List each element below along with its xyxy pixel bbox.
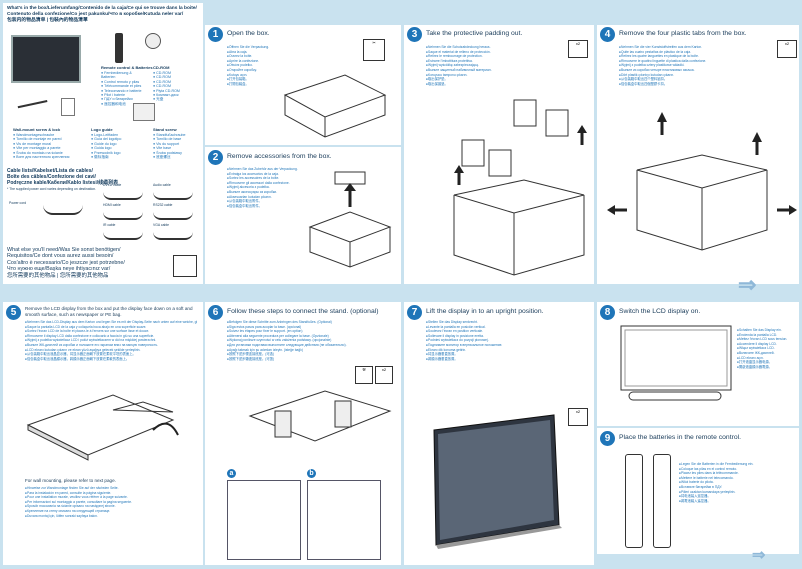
- step-2-panel: 2 Remove accessories from the box. Nehme…: [205, 147, 401, 284]
- screwdriver-icon: ⚒: [355, 366, 373, 384]
- box-contents-panel: What's in the box/Lieferumfang/Contenido…: [3, 3, 203, 284]
- step-4-panel: 4 Remove the four plastic tabs from the …: [597, 25, 799, 284]
- cable-image-1: [43, 203, 83, 215]
- power-cord-image: [17, 100, 51, 122]
- step-4-tabs-drawing: [607, 112, 797, 251]
- need-title: What else you'll need/Was Sie sonst benö…: [7, 247, 125, 279]
- person-icon: x2: [375, 366, 393, 384]
- cable-image-6: [103, 230, 143, 240]
- person-icon: x2: [777, 40, 797, 58]
- box-contents-text-e: ● Standfußschraube● Tornillo de base● Vi…: [153, 133, 186, 160]
- step-1-box-drawing: [283, 74, 387, 138]
- step-8-number: 8: [600, 305, 615, 320]
- step-2-title: Remove accessories from the box.: [227, 153, 332, 160]
- scissors-icon: ✂: [363, 39, 385, 61]
- step-1-text: Öffnen Sie die Verpackung.Abra la caja.O…: [227, 45, 287, 86]
- step-5-text: Nehmen Sie das LCD-Display aus dem Karto…: [25, 320, 197, 361]
- cable-label-audio: Audio cable: [153, 183, 171, 187]
- remote-back-image: [653, 454, 671, 548]
- step-6-stand-drawing: [248, 390, 392, 442]
- step-4-title: Remove the four plastic tabs from the bo…: [619, 30, 747, 37]
- logo-guide-image: [133, 103, 155, 121]
- cable-label-ir: IR cable: [103, 223, 116, 227]
- sub-step-a: a: [227, 469, 236, 478]
- step-6-text: Befolgen Sie diese Schritte zum Anbringe…: [227, 320, 357, 361]
- box-contents-text-d: ● Logo-Leitfaden● Guía del logotipo● Gui…: [91, 133, 122, 160]
- person-icon: x2: [568, 408, 588, 426]
- step-8-panel: 8 Switch the LCD display on. Schalten Si…: [597, 302, 799, 426]
- cable-image-7: [153, 230, 193, 240]
- header-title: What's in the box/Lieferumfang/Contenido…: [7, 6, 197, 23]
- sub-step-b-drawing: [307, 480, 381, 560]
- step-3-panel: 3 Take the protective padding out. x2 Ne…: [404, 25, 594, 284]
- step-9-number: 9: [600, 431, 615, 446]
- step-3-padding-drawing: [453, 99, 587, 276]
- wall-mount-title: For wall mounting, please refer to next …: [25, 478, 116, 483]
- step-2-box-drawing: [308, 171, 392, 268]
- step-5-display-drawing: [26, 394, 179, 461]
- cable-label-rs232: RS232 cable: [153, 203, 173, 207]
- step-5-title: Remove the LCD display from the box and …: [25, 306, 193, 317]
- step-1-number: 1: [208, 27, 223, 42]
- step-9-title: Place the batteries in the remote contro…: [619, 434, 742, 441]
- step-4-text: Nehmen Sie die vier Kunststoffstreifen a…: [619, 45, 769, 86]
- step-6-panel: 6 Follow these steps to connect the stan…: [205, 302, 401, 565]
- step-7-panel: 7 Lift the display in to an upright posi…: [404, 302, 594, 565]
- cable-image-2: [103, 190, 143, 200]
- box-contents-text-c: ● Wandmontageschraube● Tornillo de monta…: [13, 133, 70, 160]
- cable-label-hdmi: HDMI cable: [103, 203, 121, 207]
- wall-mount-label: Wall-mount screw & lock: [13, 127, 61, 132]
- step-7-title: Lift the display in to an upright positi…: [426, 308, 544, 315]
- quick-start-image: [61, 98, 75, 116]
- cd-image: [145, 33, 161, 49]
- remote-image: [115, 33, 123, 63]
- screwdriver-icon: [173, 255, 197, 277]
- remote-image: [625, 454, 643, 548]
- cable-label-dvi: DVI-D cable: [103, 183, 122, 187]
- next-arrow-icon: ⇒: [738, 272, 757, 297]
- wall-mount-text: Hinweise zur Wandmontage finden Sie auf …: [25, 486, 197, 518]
- power-cord-label: Power cord: [9, 201, 27, 205]
- step-5-number: 5: [6, 305, 21, 320]
- box-contents-text-a: ● Fernbedienung & Batterien● Control rem…: [101, 71, 142, 106]
- step-3-title: Take the protective padding out.: [426, 30, 523, 37]
- remote-label: Remote control & Batteries: [101, 65, 153, 70]
- step-5-panel: 5 Remove the LCD display from the box an…: [3, 302, 203, 565]
- step-3-number: 3: [407, 27, 422, 42]
- next-arrow-icon: ⇒: [752, 547, 766, 564]
- cable-image-5: [153, 210, 193, 220]
- person-icon: x2: [568, 40, 588, 58]
- cable-image-3: [153, 190, 193, 200]
- step-8-display-drawing: [620, 325, 732, 401]
- cable-lists-title: Cable lists/Kabelset/Lista de cables/ Bo…: [7, 168, 119, 191]
- step-9-text: Legen Sie die Batterien in die Fernbedie…: [679, 462, 795, 503]
- step-7-text: Stellen Sie das Display senkrecht.Levant…: [426, 320, 576, 361]
- step-7-display-drawing: [433, 414, 562, 549]
- sub-step-b: b: [307, 469, 316, 478]
- step-6-number: 6: [208, 305, 223, 320]
- step-9-panel: 9 Place the batteries in the remote cont…: [597, 428, 799, 554]
- step-1-title: Open the box.: [227, 30, 270, 37]
- step-2-text: Nehmen Sie das Zubehör aus der Verpackun…: [227, 167, 303, 208]
- step-8-text: Schalten Sie das Display ein.Encienda la…: [737, 328, 797, 369]
- logo-guide-label: Logo guide: [91, 127, 113, 132]
- step-4-number: 4: [600, 27, 615, 42]
- step-2-number: 2: [208, 150, 223, 165]
- sub-step-a-drawing: [227, 480, 301, 560]
- cd-label: CD-ROM: [153, 65, 170, 70]
- step-8-title: Switch the LCD display on.: [619, 308, 701, 315]
- step-3-text: Nehmen Sie die Schutzabdeckung heraus.Sa…: [426, 45, 506, 86]
- monitor-image: [11, 35, 81, 83]
- cable-image-4: [103, 210, 143, 220]
- vga-label: VGA cable: [153, 223, 170, 227]
- step-7-number: 7: [407, 305, 422, 320]
- step-6-title: Follow these steps to connect the stand.…: [227, 308, 379, 315]
- box-contents-text-b: ● CD-ROM● CD-ROM● CD-ROM● CD-ROM● Płyta …: [153, 71, 180, 102]
- step-1-panel: 1 Open the box. Öffnen Sie die Verpackun…: [205, 25, 401, 145]
- stand-label: Stand screw: [153, 127, 177, 132]
